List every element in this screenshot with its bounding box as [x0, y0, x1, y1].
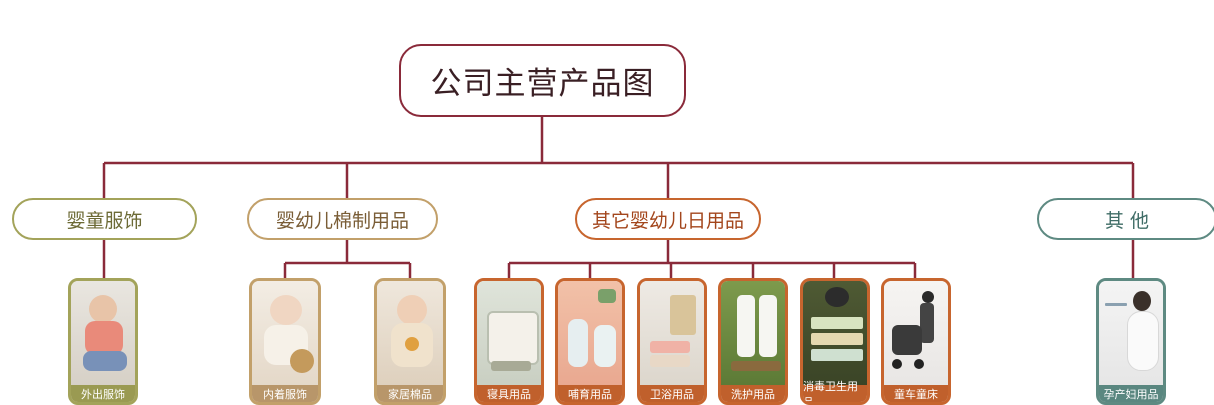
product-label: 童车童床 — [884, 385, 948, 402]
product-bath: 卫浴用品 — [637, 278, 707, 405]
product-disinfection: 消毒卫生用品 — [800, 278, 870, 405]
product-home-cotton-photo — [377, 281, 443, 387]
product-label: 消毒卫生用品 — [803, 380, 867, 402]
product-disinfection-photo — [803, 281, 867, 387]
product-label: 孕产妇用品 — [1099, 385, 1163, 402]
product-label: 寝具用品 — [477, 385, 541, 402]
product-label: 卫浴用品 — [640, 385, 704, 402]
product-outerwear-photo — [71, 281, 135, 387]
product-bedding: 寝具用品 — [474, 278, 544, 405]
product-label: 哺育用品 — [558, 385, 622, 402]
product-strollers-cribs: 童车童床 — [881, 278, 951, 405]
root-title: 公司主营产品图 — [399, 44, 686, 117]
product-skincare: 洗护用品 — [718, 278, 788, 405]
category-cotton-products: 婴幼儿棉制用品 — [247, 198, 438, 240]
product-strollers-cribs-photo — [884, 281, 948, 387]
product-maternity-photo — [1099, 281, 1163, 387]
product-home-cotton: 家居棉品 — [374, 278, 446, 405]
product-underwear: 内着服饰 — [249, 278, 321, 405]
product-bath-photo — [640, 281, 704, 387]
product-label: 家居棉品 — [377, 385, 443, 402]
category-daily-products: 其它婴幼儿日用品 — [575, 198, 761, 240]
product-label: 洗护用品 — [721, 385, 785, 402]
product-feeding-photo — [558, 281, 622, 387]
product-outerwear: 外出服饰 — [68, 278, 138, 405]
product-feeding: 哺育用品 — [555, 278, 625, 405]
product-skincare-photo — [721, 281, 785, 387]
category-other: 其 他 — [1037, 198, 1214, 240]
product-bedding-photo — [477, 281, 541, 387]
product-label: 外出服饰 — [71, 385, 135, 402]
product-underwear-photo — [252, 281, 318, 387]
category-baby-clothing: 婴童服饰 — [12, 198, 197, 240]
product-maternity: 孕产妇用品 — [1096, 278, 1166, 405]
product-label: 内着服饰 — [252, 385, 318, 402]
